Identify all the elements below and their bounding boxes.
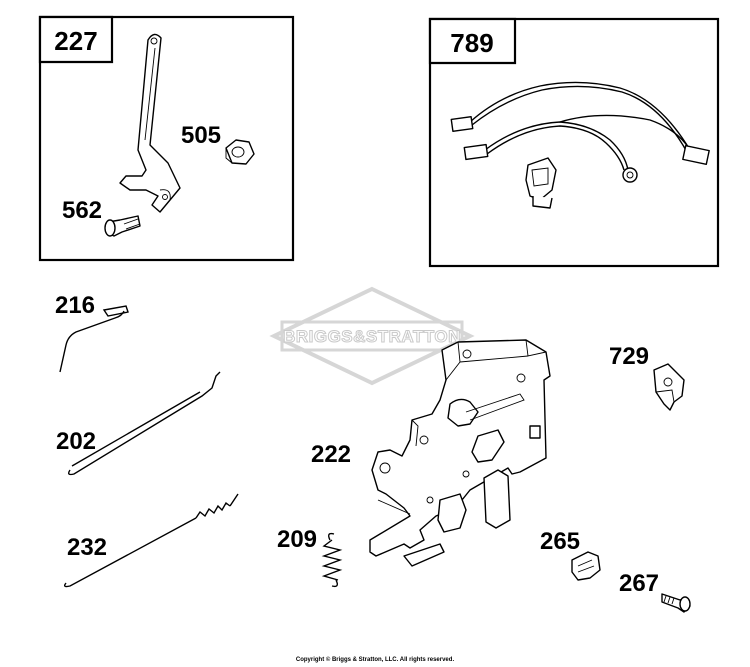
label-505: 505 [181,122,221,149]
box-227: 227 [38,15,295,262]
clip-265-part [571,551,601,581]
label-209: 209 [277,526,317,553]
link-202-part [67,371,221,476]
box-789: 789 [428,17,720,268]
control-bracket-part [369,339,551,567]
label-265: 265 [540,528,580,555]
box-label-227: 227 [54,26,97,56]
copyright-text: Copyright © Briggs & Stratton, LLC. All … [295,657,455,663]
label-562: 562 [62,197,102,224]
brand-watermark-logo: BRIGGS&STRATTON [269,286,475,386]
watermark-brand-text: BRIGGS&STRATTON [283,327,461,346]
nut-part [225,139,255,165]
link-216-part [59,305,129,373]
spring-232-part [63,493,239,588]
spring-209-part [321,532,343,588]
wire-harness-part [450,81,710,209]
label-232: 232 [67,534,107,561]
governor-lever-part [119,33,181,213]
label-729: 729 [609,343,649,370]
screw-267-part [661,593,691,613]
clip-729-part [653,363,685,411]
screw-part [104,215,141,237]
box-label-789: 789 [450,28,493,58]
label-202: 202 [56,428,96,455]
label-267: 267 [619,570,659,597]
label-216: 216 [55,292,95,319]
label-222: 222 [311,441,351,468]
